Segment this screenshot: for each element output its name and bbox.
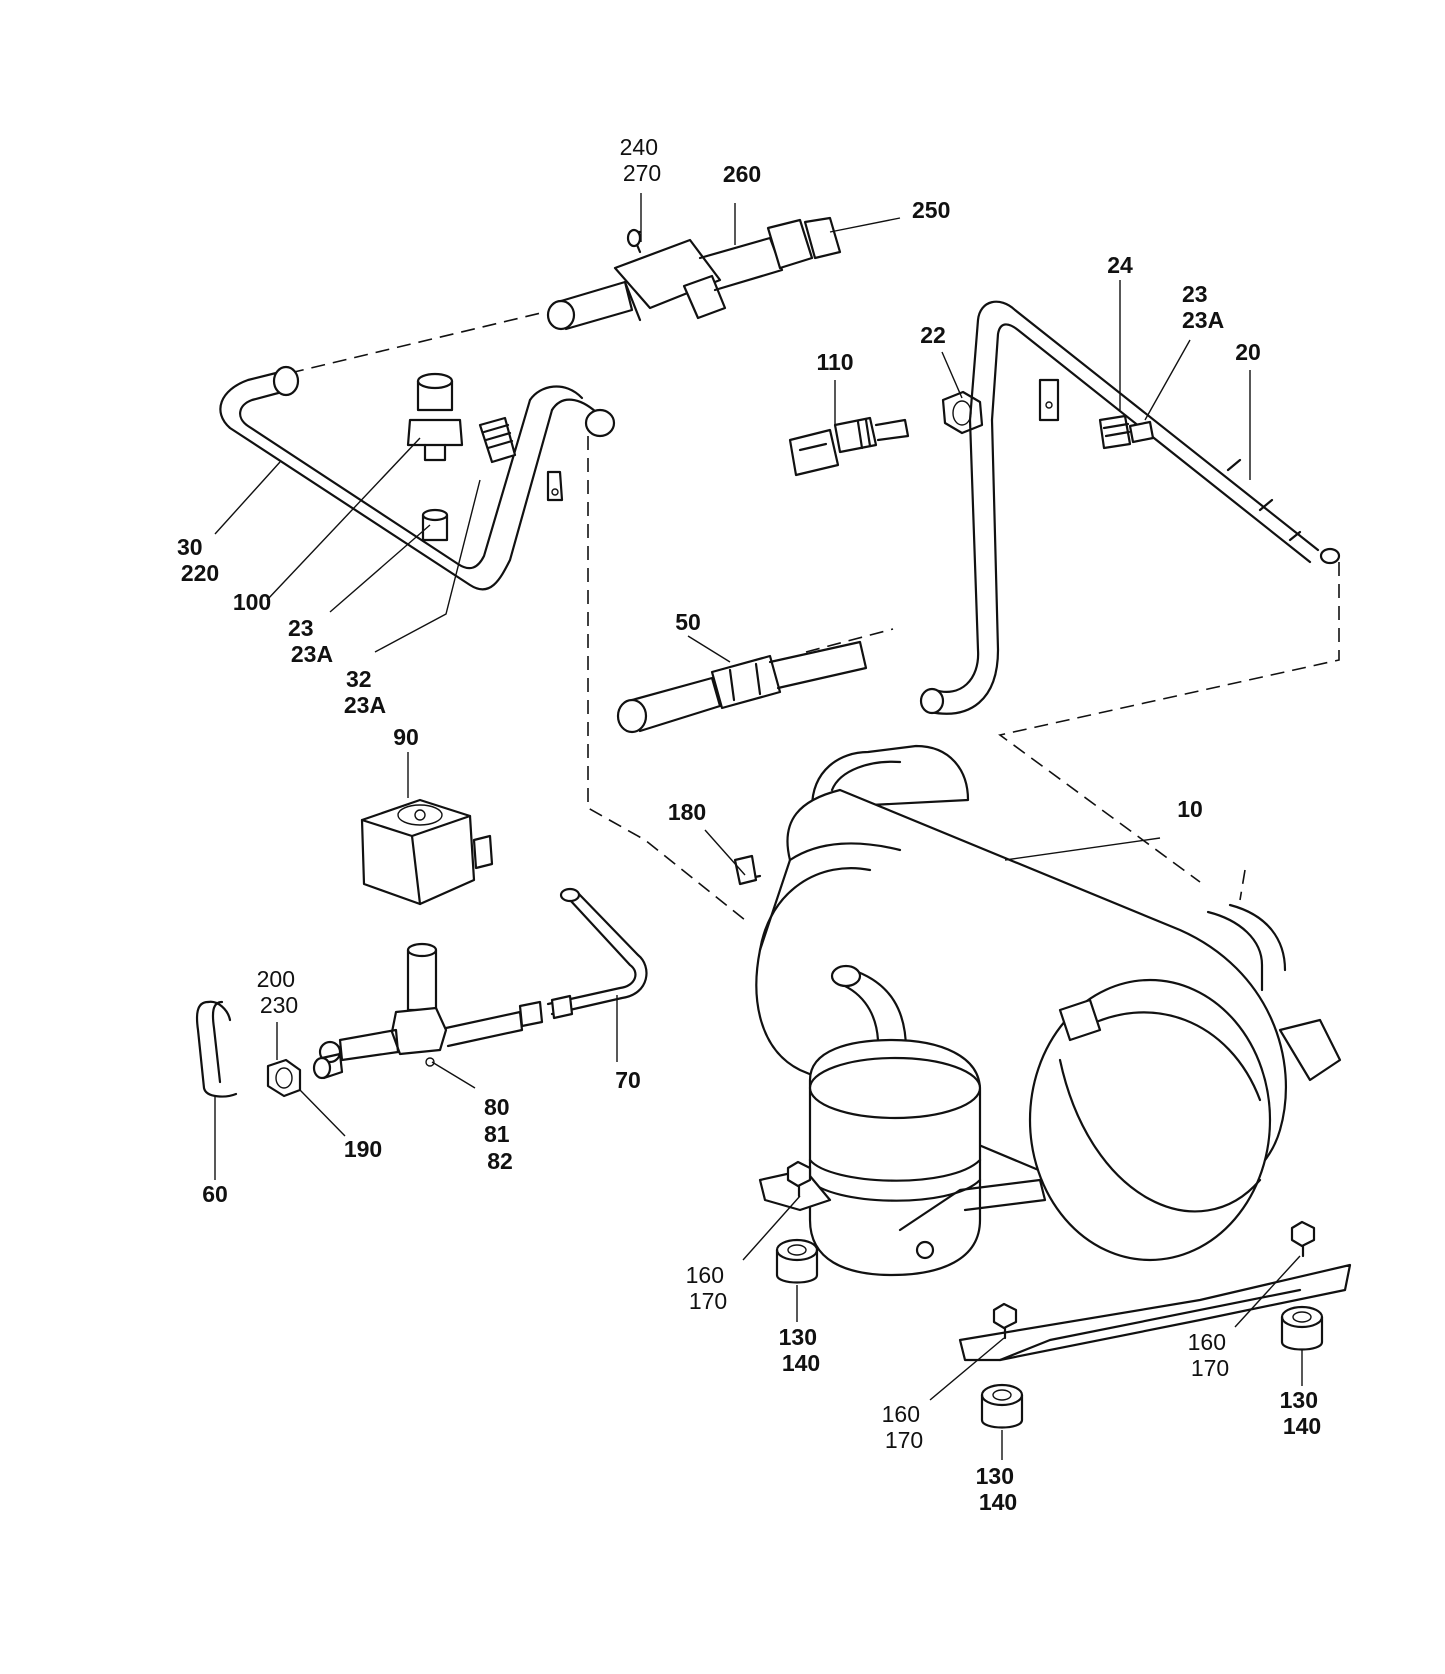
grommet-b xyxy=(1280,1305,1324,1351)
bolt-b xyxy=(1290,1220,1316,1258)
callout-130-140-c: 130 140 xyxy=(976,1463,1021,1515)
callout-23-23a-left: 23 23A xyxy=(288,615,333,667)
sleeve-190 xyxy=(312,1052,344,1080)
bolt-c xyxy=(992,1302,1018,1340)
grommet-c xyxy=(980,1383,1024,1429)
flare-nut-22 xyxy=(941,390,984,435)
solenoid-coil-90 xyxy=(360,798,494,906)
access-fitting-right xyxy=(1098,414,1155,450)
callout-60: 60 xyxy=(202,1181,228,1207)
callout-240-270: 240 270 xyxy=(620,134,665,186)
callout-30-220: 30 220 xyxy=(177,534,219,586)
callout-160-170-b: 160 170 xyxy=(1188,1329,1233,1381)
callout-130-140-b: 130 140 xyxy=(1280,1387,1325,1439)
callout-24: 24 xyxy=(1107,252,1133,278)
solenoid-valve-80 xyxy=(318,942,544,1067)
callout-22: 22 xyxy=(920,322,946,348)
pressure-switch-100 xyxy=(406,372,464,542)
temperature-sensor-110 xyxy=(788,416,910,477)
grommet-a xyxy=(775,1238,819,1284)
callout-250: 250 xyxy=(912,197,950,223)
clip-60 xyxy=(195,1000,238,1098)
callout-23-23a-right: 23 23A xyxy=(1182,281,1224,333)
capillary-tube-70 xyxy=(546,887,648,1020)
service-valve-assembly xyxy=(546,216,842,331)
callout-160-170-a: 160 170 xyxy=(686,1262,731,1314)
callout-70: 70 xyxy=(615,1067,641,1093)
callout-190: 190 xyxy=(344,1136,382,1162)
callout-100: 100 xyxy=(233,589,271,615)
callout-32-23a: 32 23A xyxy=(344,666,386,718)
access-fitting-left xyxy=(478,416,517,464)
callout-90: 90 xyxy=(393,724,419,750)
callout-labels: 240 270 260 250 24 23 23A 20 110 22 30 2… xyxy=(177,134,1325,1515)
tube-30-assembly xyxy=(219,365,616,591)
bolt-a xyxy=(786,1160,812,1198)
callout-20: 20 xyxy=(1235,339,1261,365)
nut-200 xyxy=(266,1058,302,1098)
leader-lines xyxy=(214,193,1303,1460)
callout-260: 260 xyxy=(723,161,761,187)
callout-10: 10 xyxy=(1177,796,1203,822)
assembly-dashed-lines xyxy=(289,311,1340,921)
callout-160-170-c: 160 170 xyxy=(882,1401,927,1453)
callout-200-230: 200 230 xyxy=(257,966,302,1018)
accumulator xyxy=(808,1038,982,1277)
filter-drier-50 xyxy=(616,640,868,734)
callout-80-81-82: 80 81 82 xyxy=(484,1094,516,1174)
callout-110: 110 xyxy=(816,349,853,375)
callout-130-140-a: 130 140 xyxy=(779,1324,824,1376)
callout-50: 50 xyxy=(675,609,701,635)
tube-20-assembly xyxy=(919,300,1341,715)
callout-180: 180 xyxy=(668,799,706,825)
